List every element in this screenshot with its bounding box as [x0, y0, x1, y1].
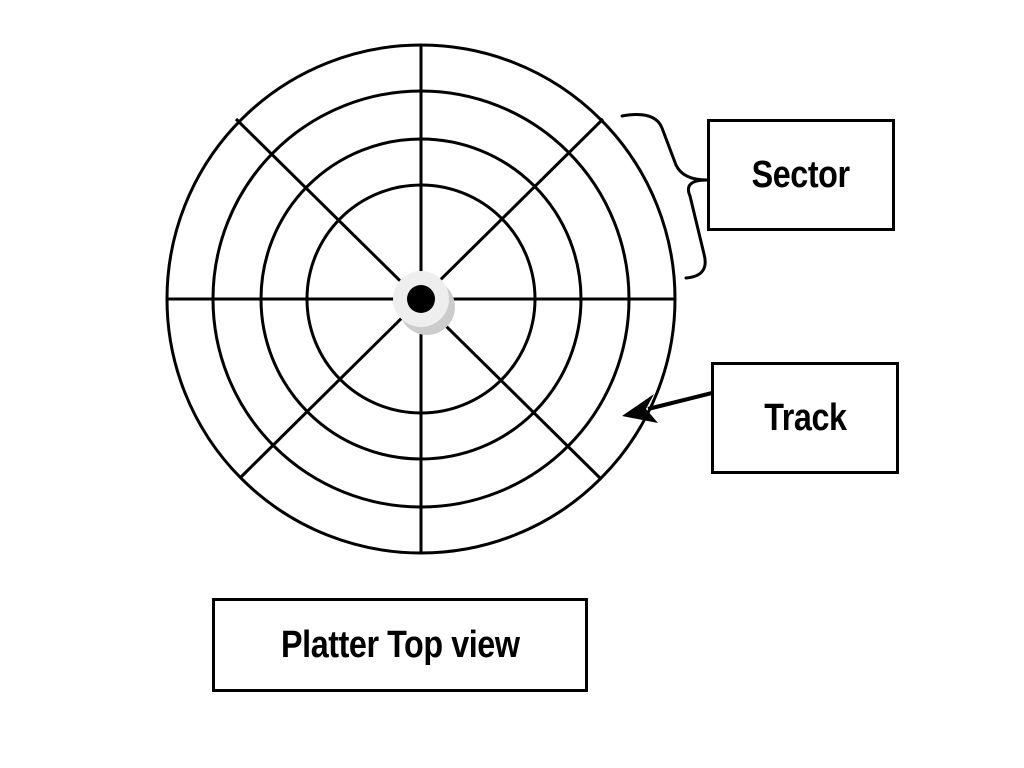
spindle-dot-icon	[393, 271, 455, 335]
platter-title: Platter Top view	[280, 623, 520, 666]
platter-title-box: Platter Top view	[212, 598, 588, 692]
curly-brace-icon	[620, 113, 709, 280]
track-label: Track	[763, 396, 847, 439]
sector-label: Sector	[752, 153, 850, 196]
sector-label-box: Sector	[707, 119, 895, 231]
track-label-box: Track	[711, 362, 899, 474]
